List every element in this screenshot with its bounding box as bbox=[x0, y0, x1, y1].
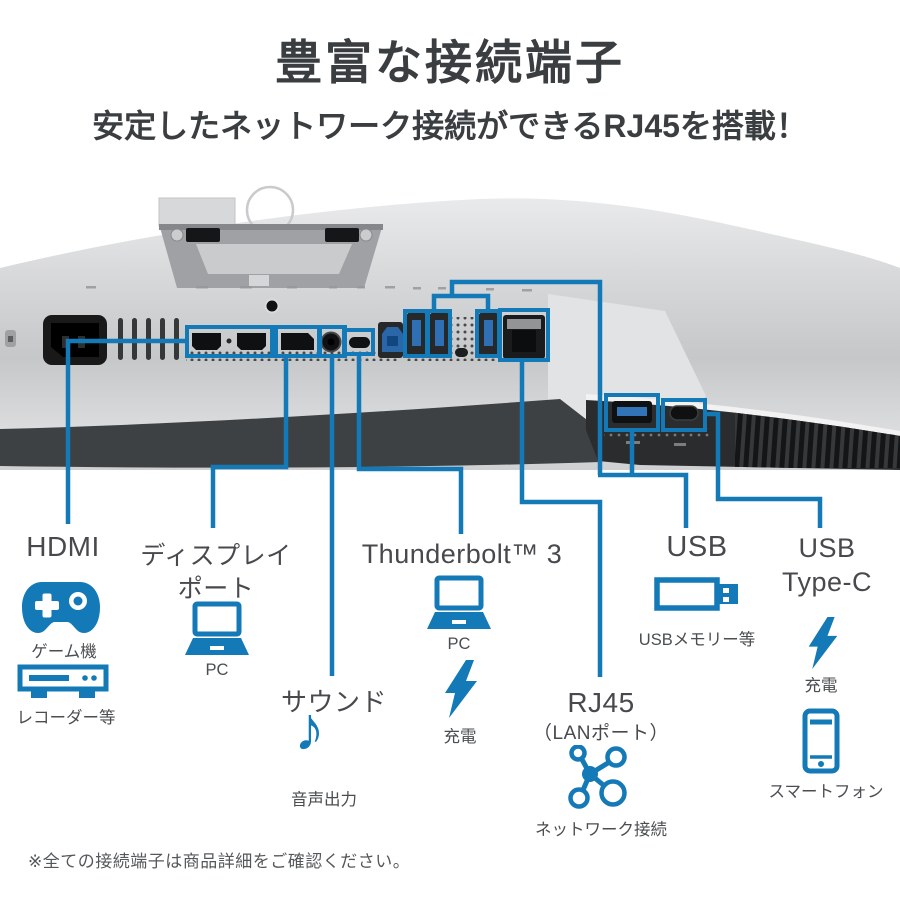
thunderbolt-charge-caption: 充電 bbox=[443, 728, 477, 746]
sound-label: サウンド bbox=[280, 687, 388, 717]
gamepad-icon bbox=[22, 582, 100, 637]
usb-a-ports bbox=[407, 313, 498, 355]
displayport-label: ディスプレイ ポート bbox=[140, 540, 291, 606]
lightning-icon bbox=[445, 660, 477, 718]
callout-lines bbox=[65, 279, 823, 677]
sound-caption: 音声出力 bbox=[291, 791, 357, 809]
laptop-icon bbox=[427, 575, 491, 629]
rj45-callout-line bbox=[519, 359, 603, 677]
displayport-port bbox=[281, 333, 314, 350]
recorder-caption: レコーダー等 bbox=[16, 709, 116, 727]
thunderbolt-port bbox=[349, 337, 370, 348]
network-icon bbox=[568, 745, 627, 809]
rj45-label: RJ45 bbox=[567, 687, 635, 718]
displayport-callout-line bbox=[210, 356, 289, 528]
thunderbolt-label: Thunderbolt™ 3 bbox=[361, 539, 563, 569]
port-label-markings bbox=[86, 286, 532, 292]
network-caption: ネットワーク接続 bbox=[535, 821, 667, 839]
usb-type-c-label-line2: Type-C bbox=[781, 567, 873, 597]
hdmi-callout-line bbox=[65, 338, 187, 524]
usb-c-charge-caption: 充電 bbox=[804, 677, 838, 695]
usb-b-upstream-port bbox=[378, 322, 403, 358]
screw-hole bbox=[264, 298, 280, 314]
page-title: 豊富な接続端子 bbox=[275, 36, 625, 89]
audio-jack bbox=[320, 331, 342, 353]
footnote: ※全ての接続端子は商品詳細をご確認ください。 bbox=[28, 852, 411, 871]
stand-mount-recess bbox=[159, 224, 383, 288]
thunderbolt-pc-caption: PC bbox=[447, 635, 471, 653]
stand-column bbox=[158, 197, 236, 227]
usb-a-highlight-box-2 bbox=[426, 309, 452, 358]
bezel-band bbox=[0, 399, 600, 468]
displayport-pc-caption: PC bbox=[205, 661, 229, 679]
usb-callout-line bbox=[431, 279, 689, 528]
displayport-label-line2: ポート bbox=[177, 575, 255, 603]
music-note-icon: ♪ bbox=[294, 695, 325, 764]
displayport-label-line1: ディスプレイ bbox=[140, 542, 292, 570]
usb-memory-icon bbox=[654, 577, 738, 611]
usb-memory-caption: USBメモリー等 bbox=[638, 631, 756, 649]
perforation bbox=[604, 428, 710, 437]
game-console-caption: ゲーム機 bbox=[31, 643, 97, 661]
smartphone-icon bbox=[802, 708, 840, 774]
rj45-sublabel: （LANポート） bbox=[533, 723, 669, 744]
rj45-port bbox=[503, 315, 545, 359]
hdmi-ports bbox=[192, 333, 266, 350]
thunderbolt-callout-line bbox=[356, 354, 464, 534]
usb-type-c-label-line1: USB bbox=[798, 533, 856, 563]
usb-label: USB bbox=[666, 531, 728, 563]
laptop-icon bbox=[185, 601, 249, 655]
page-subtitle: 安定したネットワーク接続ができるRJ45を搭載！ bbox=[92, 108, 808, 144]
usb-type-c-callout-line bbox=[705, 411, 823, 528]
lightning-icon bbox=[808, 617, 838, 669]
smartphone-caption: スマートフォン bbox=[768, 783, 884, 801]
small-port bbox=[455, 348, 468, 357]
usb-type-c-label: USB Type-C bbox=[782, 531, 872, 599]
recorder-icon bbox=[17, 664, 109, 698]
perforation bbox=[450, 317, 478, 349]
port-strip bbox=[5, 313, 545, 365]
hdmi-label: HDMI bbox=[26, 531, 100, 562]
